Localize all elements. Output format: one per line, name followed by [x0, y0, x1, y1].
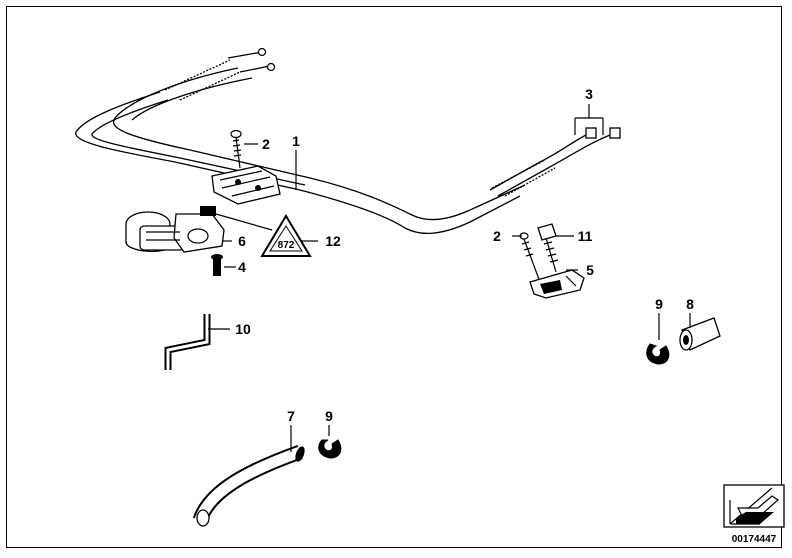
label-part-9-bottom: 9 — [325, 408, 333, 424]
label-part-9-right: 9 — [655, 296, 663, 312]
label-part-7: 7 — [287, 408, 295, 424]
label-part-2-lower: 2 — [493, 228, 501, 244]
clip-part-9-bottom — [318, 439, 342, 459]
screw-part-2-lower — [519, 232, 541, 283]
warning-sign-text: 872 — [278, 240, 295, 251]
cable-assembly — [75, 47, 621, 235]
warning-sign-part-12: 872 — [260, 214, 312, 257]
label-part-8: 8 — [686, 296, 694, 312]
label-part-5: 5 — [586, 262, 594, 278]
diagram-frame — [6, 6, 782, 548]
label-part-11: 11 — [578, 228, 593, 244]
screw-part-4 — [211, 254, 223, 276]
bolt-part-11 — [537, 223, 559, 273]
leader-lines — [208, 104, 691, 452]
image-code: 00174447 — [732, 534, 777, 545]
label-part-6: 6 — [238, 233, 246, 249]
hose-part-8 — [679, 317, 721, 351]
drive-motor — [125, 206, 225, 253]
orientation-arrow-box — [723, 484, 785, 528]
label-part-12: 12 — [325, 233, 341, 249]
screw-part-2-upper — [230, 129, 242, 169]
bracket-part-5 — [529, 269, 585, 299]
clip-part-9-right — [646, 343, 670, 365]
label-part-3: 3 — [585, 86, 593, 102]
label-part-1: 1 — [292, 133, 300, 149]
hose-part-7 — [192, 444, 305, 527]
label-part-4: 4 — [238, 259, 246, 275]
leader-motor-to-sign — [215, 213, 273, 231]
label-part-10: 10 — [235, 321, 251, 337]
label-part-2-upper: 2 — [262, 136, 270, 152]
